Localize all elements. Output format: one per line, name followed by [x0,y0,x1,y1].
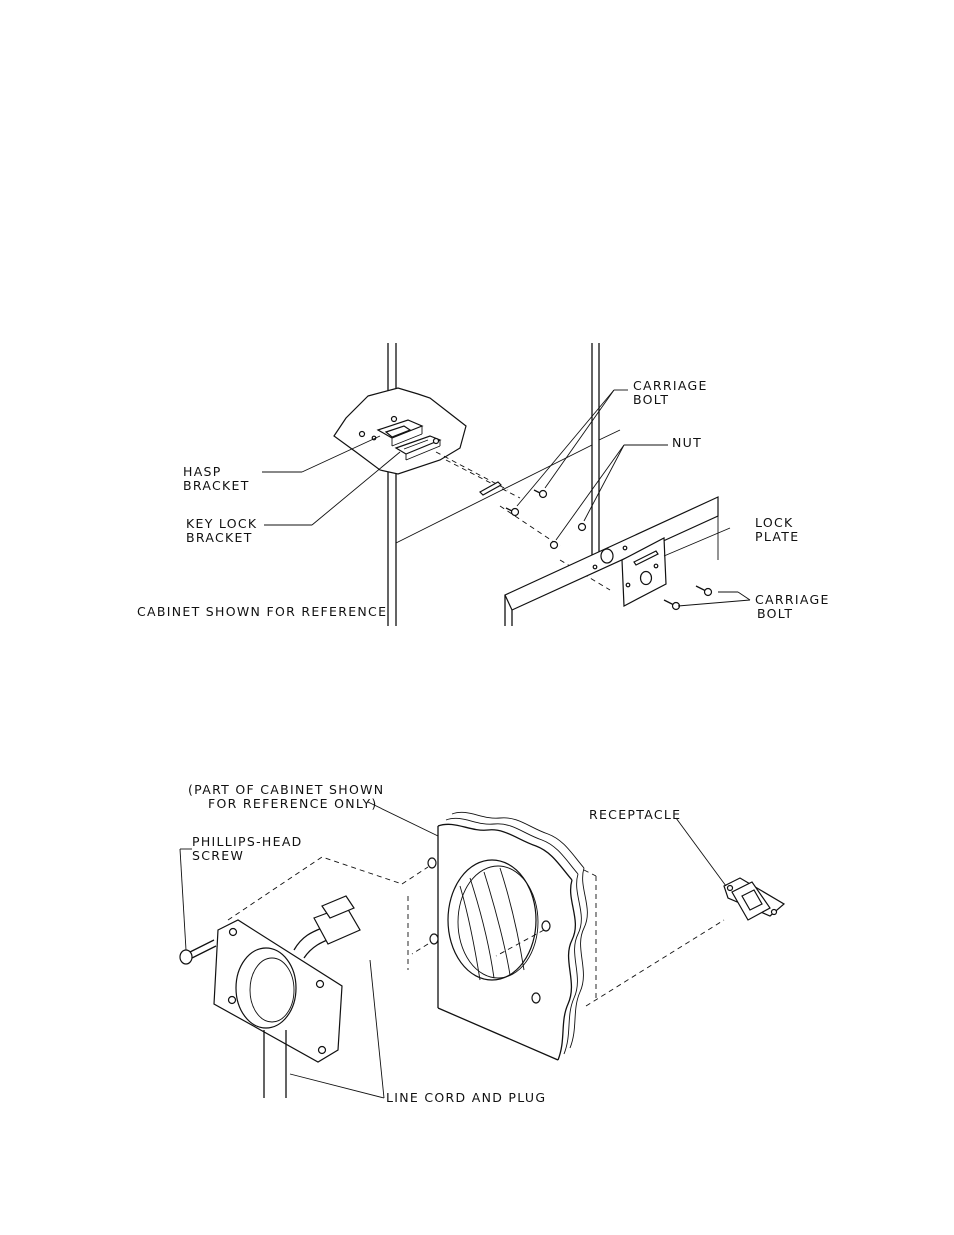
label-lock-plate-line2: PLATE [755,529,799,544]
hasp-panel-cutout [333,387,467,475]
label-line-cord-and-plug: LINE CORD AND PLUG [386,1090,546,1105]
label-hasp-bracket-line1: HASP [183,464,222,479]
label-phillips-screw-line2: SCREW [192,848,244,863]
cord-alignment-lines [227,856,725,1007]
line-cord-diagram: (PART OF CABINET SHOWN FOR REFERENCE ONL… [179,782,786,1105]
label-phillips-screw-line1: PHILLIPS-HEAD [192,834,303,849]
lock-plate [621,537,667,607]
cord-leader-lines [179,801,727,1099]
label-cabinet-reference: CABINET SHOWN FOR REFERENCE [137,604,387,619]
carriage-bolt-top [505,489,548,517]
label-hasp-bracket-line2: BRACKET [183,478,250,493]
lock-assembly-diagram: CARRIAGE BOLT NUT HASP BRACKET KEY LOCK … [137,343,830,626]
receptacle [723,877,786,921]
label-lock-plate-line1: LOCK [755,515,793,530]
label-key-lock-bracket-line1: KEY LOCK [186,516,257,531]
phillips-screw [179,939,217,965]
label-nut: NUT [672,435,702,450]
label-carriage-bolt-top-line1: CARRIAGE [633,378,708,393]
line-cord-plate [213,895,361,1098]
label-carriage-bolt-top-line2: BOLT [633,392,669,407]
carriage-bolt-bottom [663,585,713,611]
cabinet-frame [387,343,621,626]
cabinet-wall-piece [427,811,588,1061]
leader-lines [262,389,751,607]
label-carriage-bolt-bottom-line1: CARRIAGE [755,592,830,607]
label-key-lock-bracket-line2: BRACKET [186,530,253,545]
label-receptacle: RECEPTACLE [589,807,681,822]
cabinet-door [504,496,719,626]
label-cabinet-part-line1: (PART OF CABINET SHOWN [188,782,384,797]
label-cabinet-part-line2: FOR REFERENCE ONLY) [208,796,378,811]
label-carriage-bolt-bottom-line2: BOLT [757,606,793,621]
